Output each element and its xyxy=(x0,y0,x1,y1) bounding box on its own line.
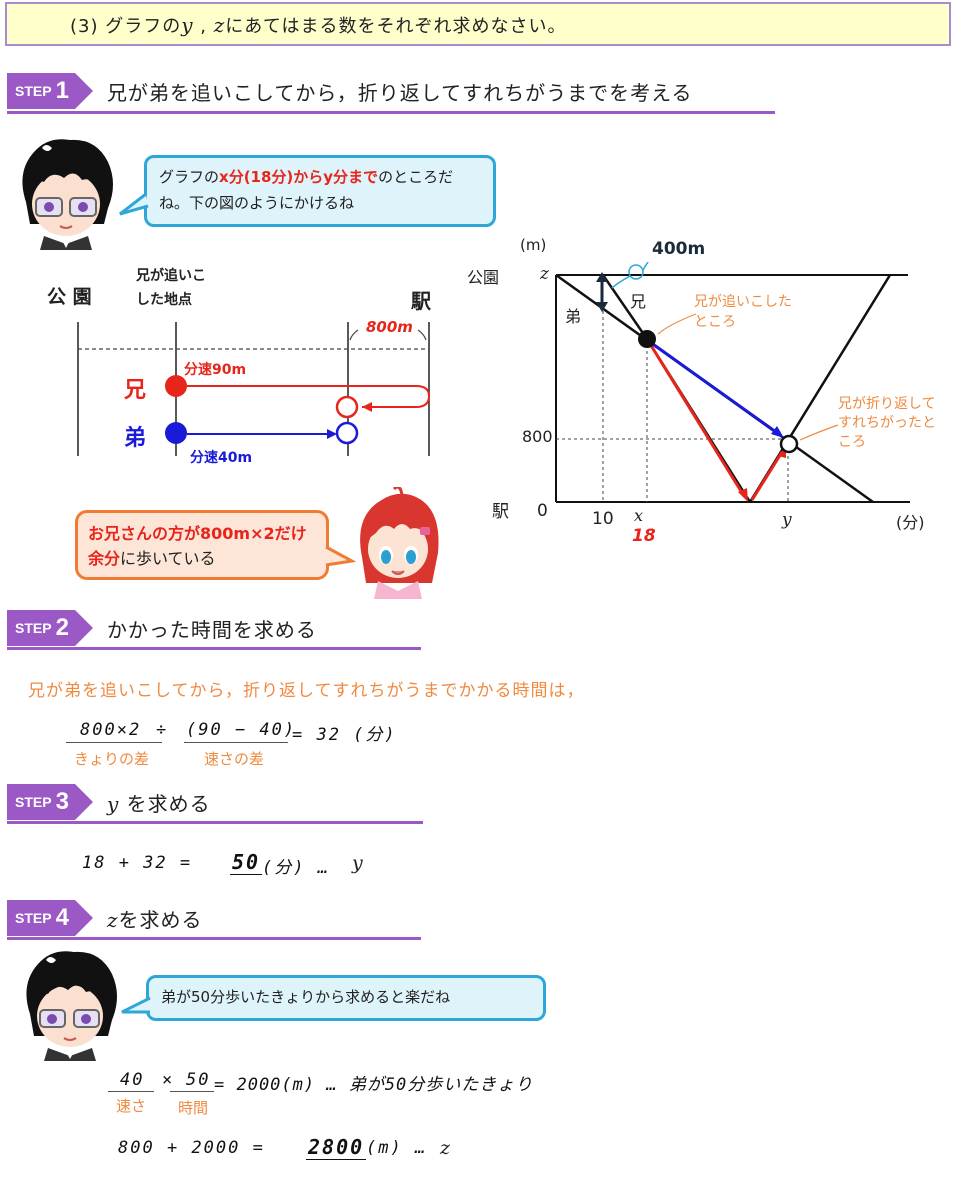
hint-bubble-2: お兄さんの方が800m×2だけ余分に歩いている xyxy=(75,510,329,580)
step2-result: = 32 (分) xyxy=(292,725,397,745)
graph-note-pass: 兄が折り返して すれちがったと ころ xyxy=(838,396,936,450)
graph-unit-x: (分) xyxy=(896,513,925,532)
step4-rule-b xyxy=(170,1091,214,1092)
step2-op: ÷ xyxy=(156,720,169,740)
line-diagram xyxy=(77,322,431,456)
diagram-younger-label: 弟 xyxy=(124,426,147,451)
step4-answer: 2800 xyxy=(306,1135,367,1160)
graph-label-park: 公園 xyxy=(467,268,500,287)
bubble-tail-2 xyxy=(325,545,356,567)
step2-arrow xyxy=(74,610,93,646)
graph-label-y: y xyxy=(782,510,792,530)
graph-label-0: 0 xyxy=(537,501,548,521)
graph-label-800: 800 xyxy=(522,427,553,446)
step4-expr2: 800 + 2000 = xyxy=(118,1138,265,1158)
step2-underline xyxy=(7,647,421,650)
hint-bubble-3: 弟が50分歩いたきょりから求めると楽だね xyxy=(146,975,546,1021)
step2-title: かかった時間を求める xyxy=(106,617,317,642)
diagram-catch-label: 兄が追いこ した地点 xyxy=(136,268,206,308)
step2-rule-2 xyxy=(184,742,288,743)
hint-bubble-1: グラフのx分(18分)からy分までのところだね。下の図のようにかけるね xyxy=(144,155,496,227)
step4-arrow xyxy=(74,900,93,936)
step4-a: 40 xyxy=(120,1070,145,1090)
step4-title: zを求める xyxy=(106,907,203,932)
boy-avatar-2 xyxy=(26,951,117,1061)
step4-label-a: 速さ xyxy=(116,1097,147,1115)
step1-arrow xyxy=(74,73,93,109)
graph-label-z: z xyxy=(540,264,549,284)
diagram-younger-speed: 分速40m xyxy=(190,450,253,466)
step4-rule-a xyxy=(108,1091,154,1092)
step3-unit: (分) … xyxy=(262,858,330,878)
graph-gap-label: 400m xyxy=(652,239,706,259)
diagram-station-label: 駅 xyxy=(411,289,431,313)
step4-unit: (m) … xyxy=(366,1138,428,1158)
step3-var: y xyxy=(352,852,363,874)
step2-rule-1 xyxy=(66,742,162,743)
diagram-distance-label: 800m xyxy=(366,318,413,336)
graph-label-10: 10 xyxy=(592,509,614,529)
step4-b: 50 xyxy=(186,1070,211,1090)
graph-label-x: x xyxy=(634,506,644,525)
distance-time-graph xyxy=(555,262,910,504)
step2-num1: 800×2 xyxy=(80,720,142,740)
step4-label-b: 時間 xyxy=(178,1099,209,1117)
bubble-tail-3 xyxy=(121,996,151,1014)
step2-label-2: 速さの差 xyxy=(204,750,265,768)
diagram-brother-label: 兄 xyxy=(124,378,147,403)
step1-underline xyxy=(7,111,775,114)
step1-title: 兄が弟を追いこしてから，折り返してすれちがうまでを考える xyxy=(106,80,693,105)
step4-var: z xyxy=(440,1137,451,1159)
step3-expr: 18 + 32 = xyxy=(82,853,193,873)
boy-avatar xyxy=(22,139,113,250)
question-box xyxy=(5,2,951,46)
diagram-park-label: 公 園 xyxy=(47,286,92,308)
step4-times: × xyxy=(162,1070,175,1090)
diagram-brother-speed: 分速90m xyxy=(184,362,247,378)
step3-arrow xyxy=(74,784,93,820)
step4-underline xyxy=(7,937,421,940)
question-text: (3) グラフのy , zにあてはまる数をそれぞれ求めなさい。 xyxy=(70,13,567,37)
graph-brother-label: 兄 xyxy=(630,292,647,311)
graph-note-catch: 兄が追いこした ところ xyxy=(694,294,792,330)
step2-sentence: 兄が弟を追いこしてから，折り返してすれちがうまでかかる時間は， xyxy=(28,681,585,701)
graph-unit-y: (m) xyxy=(520,236,547,254)
step3-answer: 50 xyxy=(230,850,263,875)
step2-label-1: きょりの差 xyxy=(74,750,150,768)
girl-avatar xyxy=(360,487,439,599)
bubble-tail-1 xyxy=(119,192,149,216)
graph-label-station: 駅 xyxy=(492,502,509,522)
younger-dot xyxy=(165,422,187,444)
graph-younger-label: 弟 xyxy=(565,307,582,326)
step4-rest: = 2000(m) … 弟が50分歩いたきょり xyxy=(214,1075,534,1095)
step3-title: y を求める xyxy=(106,791,211,816)
step3-underline xyxy=(7,821,423,824)
graph-label-18: 18 xyxy=(632,526,656,546)
step2-num2: (90 − 40) xyxy=(186,720,297,740)
brother-dot xyxy=(165,375,187,397)
